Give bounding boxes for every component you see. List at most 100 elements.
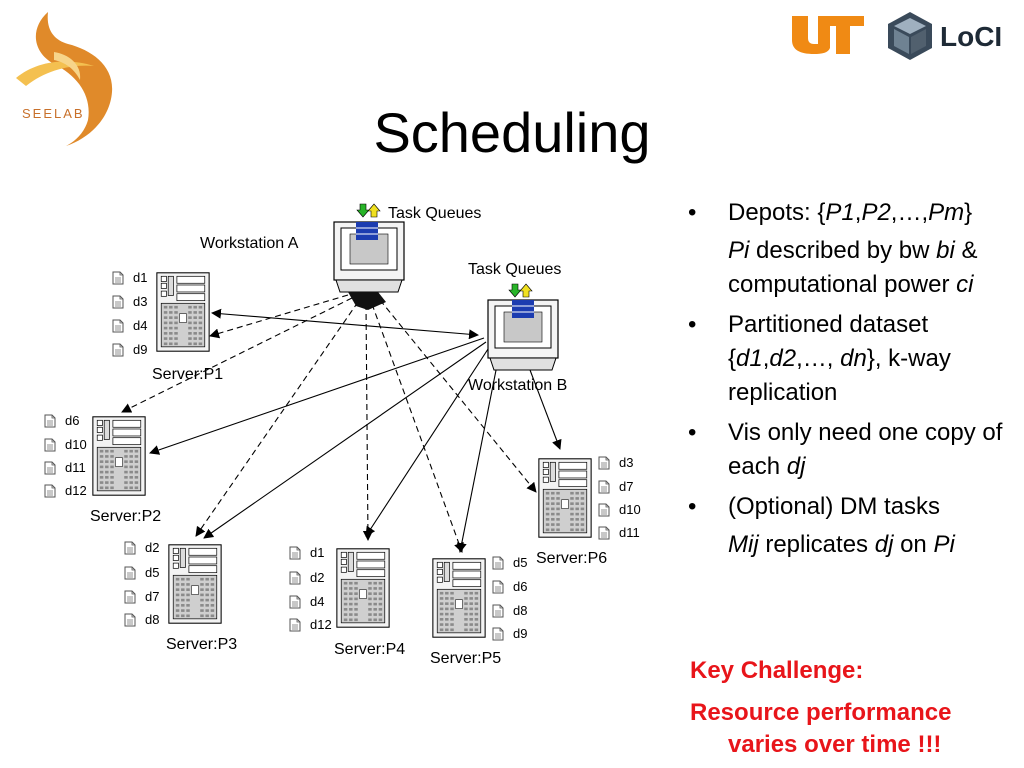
- file-label: d9: [513, 626, 527, 641]
- queue-a-arrows-icon: [356, 203, 381, 218]
- file-icon: [598, 456, 610, 470]
- bullet-text: (Optional) DM tasks: [728, 493, 941, 520]
- link-a-p5: [371, 303, 464, 553]
- task-queues-b-label: Task Queues: [468, 261, 561, 278]
- file-icon: [112, 319, 124, 333]
- bullet-italic: Mij: [728, 531, 759, 558]
- file-label: d10: [65, 437, 87, 452]
- file-label: d5: [513, 555, 527, 570]
- bullet-text: ,: [762, 345, 770, 372]
- bullet-dm-detail: Mij replicates dj on Pi: [686, 528, 1016, 562]
- file-label: d10: [619, 502, 641, 517]
- task-queue-b-icon: [512, 300, 534, 318]
- seelab-logo: SEELAB: [16, 12, 113, 146]
- file-label: d1: [133, 270, 147, 285]
- link-b-p2: [149, 337, 485, 455]
- file-label: d3: [619, 455, 633, 470]
- server-p2: d6 d10 d11 d12 Server:P2: [44, 413, 161, 525]
- link-a-p2: [121, 297, 353, 413]
- loci-logo: LoCI: [888, 12, 1002, 60]
- bullet-text: }, k-way replication: [728, 345, 951, 406]
- key-challenge: Key Challenge: Resource performance vari…: [690, 652, 1020, 764]
- seelab-swoosh-shape: [16, 61, 94, 86]
- file-label: d4: [133, 318, 147, 333]
- network-diagram: Task Queues Workstation A Task Queues Wo…: [44, 203, 641, 667]
- link-a-p1: [209, 294, 349, 339]
- p6-file-list: d3 d7 d10 d11: [598, 455, 641, 540]
- loci-cube-top: [894, 18, 926, 34]
- file-icon: [124, 613, 136, 627]
- file-label: d2: [310, 570, 324, 585]
- file-label: d12: [310, 617, 332, 632]
- p1-file-list: d1 d3 d4 d9: [112, 270, 147, 357]
- file-icon: [44, 414, 56, 428]
- server-p5: d5 d6 d8 d9 Server:P5: [430, 555, 527, 667]
- link-b-p6: [529, 369, 562, 450]
- challenge-heading: Key Challenge:: [690, 657, 864, 684]
- bullet-text: }: [964, 199, 973, 226]
- file-icon: [598, 526, 610, 540]
- bullet-dataset: Partitioned dataset {d1,d2,…, dn}, k-way…: [686, 308, 1016, 410]
- slide-title: Scheduling: [373, 101, 651, 164]
- loci-cube-left: [894, 29, 909, 54]
- workstation-a-label: Workstation A: [200, 235, 299, 252]
- server-p1-label: Server:P1: [152, 366, 223, 383]
- ut-logo-text: UT: [788, 12, 790, 13]
- file-icon: [492, 580, 504, 594]
- bullet-italic: Pi: [933, 531, 955, 558]
- bullet-italic: bi: [936, 237, 955, 264]
- bullet-text: replicates: [758, 531, 875, 558]
- file-icon: [44, 438, 56, 452]
- bullet-depots: Depots: {P1,P2,…,Pm}: [686, 196, 1016, 230]
- bullet-text: Partitioned dataset {: [728, 311, 929, 372]
- file-icon: [289, 571, 301, 585]
- p2-file-list: d6 d10 d11 d12: [44, 413, 87, 498]
- server-p6: d3 d7 d10 d11 Server:P6: [536, 455, 641, 567]
- server-p2-label: Server:P2: [90, 508, 161, 525]
- bullet-text: Depots: {: [728, 199, 826, 226]
- file-icon: [289, 595, 301, 609]
- bullet-text: ,…,: [890, 199, 929, 226]
- file-label: d2: [145, 540, 159, 555]
- file-label: d8: [145, 612, 159, 627]
- file-icon: [44, 484, 56, 498]
- file-label: d6: [513, 579, 527, 594]
- server-p3-label: Server:P3: [166, 636, 237, 653]
- file-icon: [112, 271, 124, 285]
- file-label: d9: [133, 342, 147, 357]
- file-icon: [112, 295, 124, 309]
- file-icon: [124, 566, 136, 580]
- file-label: d11: [619, 525, 640, 540]
- bullet-text: described by bw: [749, 237, 937, 264]
- bullet-italic: Pm: [928, 199, 965, 226]
- file-icon: [492, 604, 504, 618]
- loci-cube-right: [911, 29, 926, 54]
- file-icon: [492, 556, 504, 570]
- queue-b-arrows-icon: [508, 283, 533, 298]
- link-a-p6: [379, 299, 537, 493]
- file-label: d5: [145, 565, 159, 580]
- file-icon: [289, 546, 301, 560]
- file-label: d12: [65, 483, 87, 498]
- server-p5-label: Server:P5: [430, 650, 501, 667]
- server-p1: d1 d3 d4 d9 Server:P1: [112, 270, 223, 383]
- link-a-p3: [195, 301, 359, 537]
- p5-file-list: d5 d6 d8 d9: [492, 555, 527, 641]
- workstation-a: Task Queues Workstation A: [200, 203, 481, 310]
- link-b-p3: [203, 341, 487, 539]
- seelab-logo-text: SEELAB: [22, 106, 85, 121]
- bullet-text: & computational power: [728, 237, 978, 298]
- server-p4-label: Server:P4: [334, 641, 405, 658]
- bullet-italic: dn: [840, 345, 867, 372]
- loci-logo-text: LoCI: [940, 21, 1002, 52]
- seelab-inner-shape: [54, 52, 81, 80]
- p4-file-list: d1 d2 d4 d12: [289, 545, 332, 632]
- file-label: d6: [65, 413, 79, 428]
- bullet-italic: dj: [874, 531, 894, 558]
- p3-file-list: d2 d5 d7 d8: [124, 540, 159, 627]
- bullet-italic: d2: [769, 345, 797, 372]
- bullet-text: Vis only need one copy of each: [728, 419, 1003, 480]
- bullet-italic: Pi: [728, 237, 750, 264]
- ut-t-shape: [822, 16, 864, 54]
- file-icon: [44, 461, 56, 475]
